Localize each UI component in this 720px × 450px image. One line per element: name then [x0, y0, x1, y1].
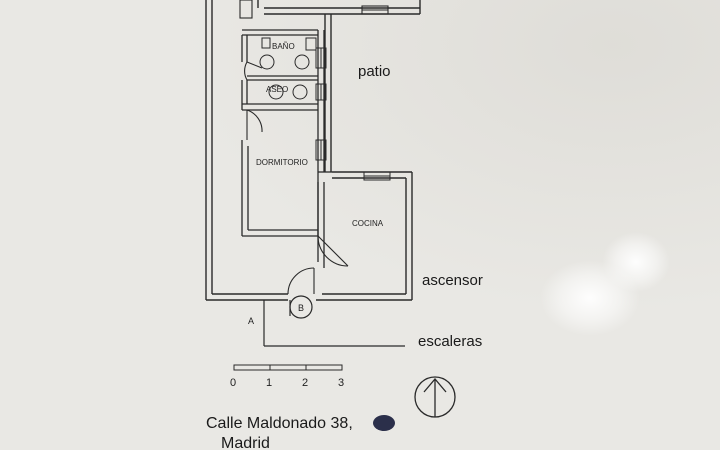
glare-spot-2	[602, 232, 670, 292]
outer-walls	[205, 0, 421, 301]
window-cocina	[363, 171, 391, 181]
scale-tick-3: 3	[338, 377, 344, 389]
scale-tick-2: 2	[302, 377, 308, 389]
top-fixture	[239, 0, 253, 19]
marker-b: B	[289, 295, 313, 319]
window-dormitorio	[315, 139, 327, 161]
ascensor-label: ascensor	[422, 272, 483, 289]
interior-walls	[241, 29, 332, 268]
marker-a-label: A	[248, 316, 254, 326]
escaleras-label: escaleras	[418, 333, 482, 350]
room-label-bano: BAÑO	[272, 42, 295, 51]
patio-label: patio	[358, 63, 391, 80]
sanitary-fixtures	[259, 37, 317, 100]
window-aseo	[315, 83, 327, 101]
scale-bar: 0 1 2 3	[230, 364, 344, 389]
room-label-dormitorio: DORMITORIO	[256, 158, 308, 167]
scale-tick-1: 1	[266, 377, 272, 389]
room-label-aseo: ASEO	[266, 85, 288, 94]
address-line-1: Calle Maldonado 38,	[206, 415, 353, 432]
marker-b-label: B	[298, 303, 304, 313]
address-line-2: Madrid	[221, 435, 270, 450]
room-label-cocina: COCINA	[352, 219, 384, 228]
redaction-mark	[373, 415, 395, 431]
window-top	[361, 5, 389, 15]
scale-tick-0: 0	[230, 377, 236, 389]
window-bano	[315, 47, 327, 69]
doors	[244, 61, 349, 295]
north-arrow-icon	[414, 376, 456, 418]
